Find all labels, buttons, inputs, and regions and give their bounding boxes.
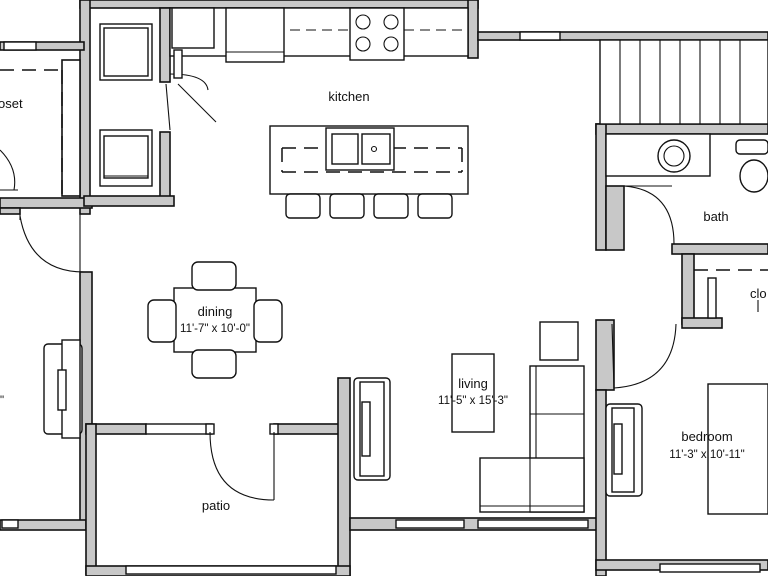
sectional-sofa <box>479 321 585 513</box>
sink-icon <box>657 139 691 173</box>
room-labels: kitchen dining 11'-7" x 10'-0" living 11… <box>0 89 767 513</box>
dining-chair <box>191 261 237 291</box>
side-table <box>539 321 579 361</box>
toilet-bowl <box>739 159 768 193</box>
closet-right-label: clo <box>750 286 767 301</box>
dining-dimensions: 11'-7" x 10'-0" <box>180 323 250 335</box>
dining-label: dining <box>198 304 233 319</box>
kitchen-island <box>269 125 469 219</box>
entry-door <box>19 212 85 273</box>
closet-left-label: oset <box>0 96 23 111</box>
dining-table <box>173 287 257 353</box>
bar-stool <box>417 193 453 219</box>
bed <box>707 383 768 515</box>
kitchen-counter <box>169 7 469 63</box>
dining-chair <box>147 299 177 343</box>
range-stove <box>349 7 405 61</box>
bedroom-dimensions: 11'-3" x 10'-11" <box>669 449 744 461</box>
bath-label: bath <box>703 209 728 224</box>
toilet-tank <box>735 139 768 155</box>
living-dimensions: 11'-5" x 15'-3" <box>438 395 508 407</box>
living-label: living <box>458 376 488 391</box>
pantry-door <box>165 49 217 131</box>
pantry-cabinet <box>171 7 215 49</box>
bedroom-label: bedroom <box>681 429 732 444</box>
windows <box>1 31 761 575</box>
bar-stool <box>373 193 409 219</box>
dining-chair <box>191 349 237 379</box>
patio-label: patio <box>202 498 230 513</box>
right-closet <box>694 269 768 319</box>
staircase <box>599 39 768 125</box>
left-dimension-fragment: " <box>0 395 4 407</box>
coffee-table <box>451 353 495 433</box>
left-closet <box>0 69 63 196</box>
patio-door <box>205 423 279 501</box>
media-cabinet <box>353 377 391 481</box>
bedroom-door <box>611 323 677 389</box>
refrigerator <box>225 7 285 63</box>
laundry <box>99 23 153 187</box>
dining-set <box>147 261 283 379</box>
bathroom-fixtures <box>605 133 768 245</box>
bar-stool <box>285 193 321 219</box>
bedroom-furniture <box>605 383 768 515</box>
kitchen-label: kitchen <box>328 89 369 104</box>
bar-stool <box>329 193 365 219</box>
left-wall-cabinet <box>43 339 83 439</box>
dining-chair <box>253 299 283 343</box>
